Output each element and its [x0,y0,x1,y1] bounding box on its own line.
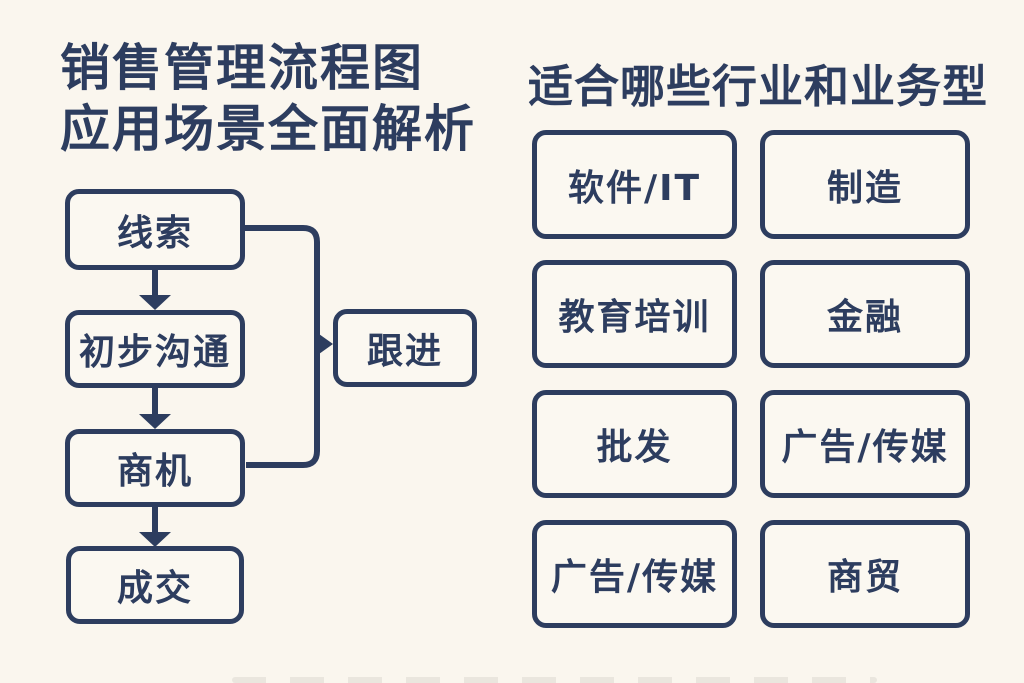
arrowhead-into-deal [139,532,171,547]
arrowhead-into-followup [319,334,333,354]
flow-node-initial-contact: 初步沟通 [65,310,245,388]
industry-cell-education-training: 教育培训 [532,260,737,368]
flow-node-deal: 成交 [66,546,244,624]
edge-lead-opportunity-rail [245,225,320,468]
industry-cell-wholesale: 批发 [532,390,737,498]
flow-node-follow-up: 跟进 [333,309,477,387]
left-title-line1: 销售管理流程图 [60,39,424,97]
industry-cell-commerce-trade: 商贸 [760,520,970,628]
industry-cell-manufacturing: 制造 [760,130,970,239]
flow-node-lead: 线索 [65,189,245,270]
cropped-bottom-text-remnant [232,677,877,683]
industry-cell-finance: 金融 [760,260,970,368]
industry-cell-advertising-media-1: 广告/传媒 [760,390,970,498]
left-title: 销售管理流程图 应用场景全面解析 [60,38,476,160]
flow-node-opportunity: 商机 [65,429,245,507]
right-title: 适合哪些行业和业务型 [528,60,989,113]
industry-cell-software-it: 软件/IT [532,130,737,239]
arrowhead-into-opportunity [139,414,171,429]
left-title-line2: 应用场景全面解析 [60,100,476,158]
industry-cell-advertising-media-2: 广告/传媒 [532,520,737,628]
arrowhead-into-initial [139,295,171,310]
